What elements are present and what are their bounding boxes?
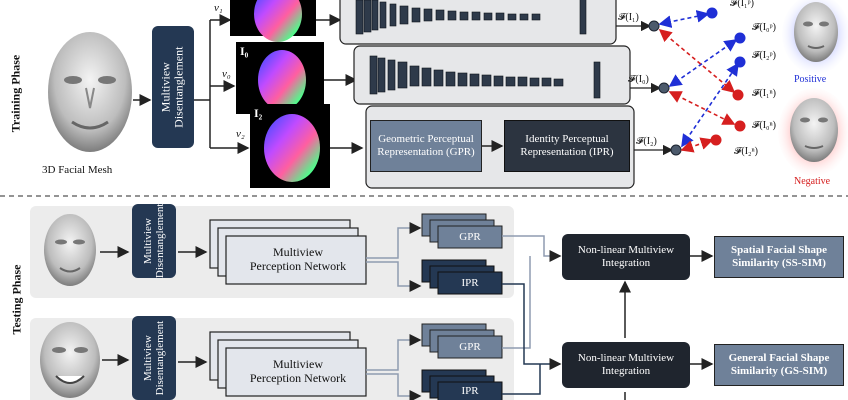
gs-sim-label: General Facial Shape Similarity (GS-SIM) [728, 352, 830, 377]
network-label-1: Multiview Perception Network [249, 245, 347, 273]
output-label-2: 𝓕(I₂) [636, 136, 657, 147]
conv-stack-2 [369, 55, 601, 99]
test-face-1 [44, 214, 96, 286]
negative-arrows [658, 28, 736, 153]
view-label-v2: v₂ [236, 128, 245, 140]
gs-sim-box: General Facial Shape Similarity (GS-SIM) [714, 344, 844, 386]
rendered-image-v0 [236, 42, 324, 114]
negative-label-0: 𝓕(I₀ⁿ) [752, 120, 777, 131]
testing-disentangle-label-2: Multiview Disentanglement [141, 320, 166, 396]
negative-nodes [710, 89, 746, 146]
integration-box-2: Non-linear Multiview Integration [562, 342, 690, 388]
gpr-label-2: GPR [459, 340, 481, 353]
training-disentangle-box: Multiview Disentanglement [152, 26, 194, 148]
gpr-box: Geometric Perceptual Representation (GPR… [370, 120, 482, 172]
image-label-i2: I₂ [254, 106, 263, 120]
rendered-image-v2 [250, 104, 330, 188]
ipr-label-1: IPR [461, 276, 479, 289]
negative-label-1: 𝓕(I₁ⁿ) [752, 88, 777, 99]
ipr-label-2: IPR [461, 384, 479, 397]
integration-box-1: Non-linear Multiview Integration [562, 234, 690, 280]
negative-label-2: 𝓕(I₂ⁿ) [734, 146, 759, 157]
integration-label-1: Non-linear Multiview Integration [577, 244, 675, 269]
positive-caption: Positive [794, 74, 827, 85]
ss-sim-label: Spatial Facial Shape Similarity (SS-SIM) [731, 244, 827, 269]
positive-arrows [658, 10, 739, 148]
positive-label-0: 𝓕(I₀ᵖ) [752, 22, 776, 33]
positive-face [782, 0, 848, 74]
gpr-label-1: GPR [459, 230, 481, 243]
positive-nodes [706, 7, 746, 68]
view-label-v0: v₀ [222, 68, 231, 80]
negative-face [778, 88, 848, 176]
test-face-2 [40, 322, 100, 398]
training-disentangle-label: Multiview Disentanglement [158, 46, 186, 128]
negative-caption: Negative [794, 176, 831, 187]
training-face-mesh [48, 32, 132, 152]
testing-disentangle-label-1: Multiview Disentanglement [141, 203, 166, 278]
ss-sim-box: Spatial Facial Shape Similarity (SS-SIM) [714, 236, 844, 278]
testing-disentangle-box-2: Multiview Disentanglement [132, 316, 176, 400]
integration-label-2: Non-linear Multiview Integration [577, 352, 675, 377]
ipr-box: Identity Perceptual Representation (IPR) [504, 120, 630, 172]
conv-stack-1 [355, 0, 587, 35]
testing-phase-label: Testing Phase [9, 264, 24, 335]
training-phase-label: Training Phase [8, 54, 23, 133]
output-label-0: 𝓕(I₀) [628, 74, 649, 85]
output-label-1: 𝓕(I₁) [618, 12, 639, 23]
view-label-v1: v₁ [214, 2, 223, 14]
rendered-image-v1 [230, 0, 316, 42]
image-label-i0: I₀ [240, 44, 249, 58]
ipr-label: Identity Perceptual Representation (IPR) [520, 133, 614, 158]
positive-label-1: 𝓕(I₁ᵖ) [730, 0, 754, 9]
gpr-label: Geometric Perceptual Representation (GPR… [377, 133, 475, 158]
testing-disentangle-box-1: Multiview Disentanglement [132, 203, 176, 278]
network-label-2: Multiview Perception Network [249, 357, 347, 385]
mesh-caption: 3D Facial Mesh [42, 164, 113, 176]
positive-label-2: 𝓕(I₂ᵖ) [752, 50, 776, 61]
